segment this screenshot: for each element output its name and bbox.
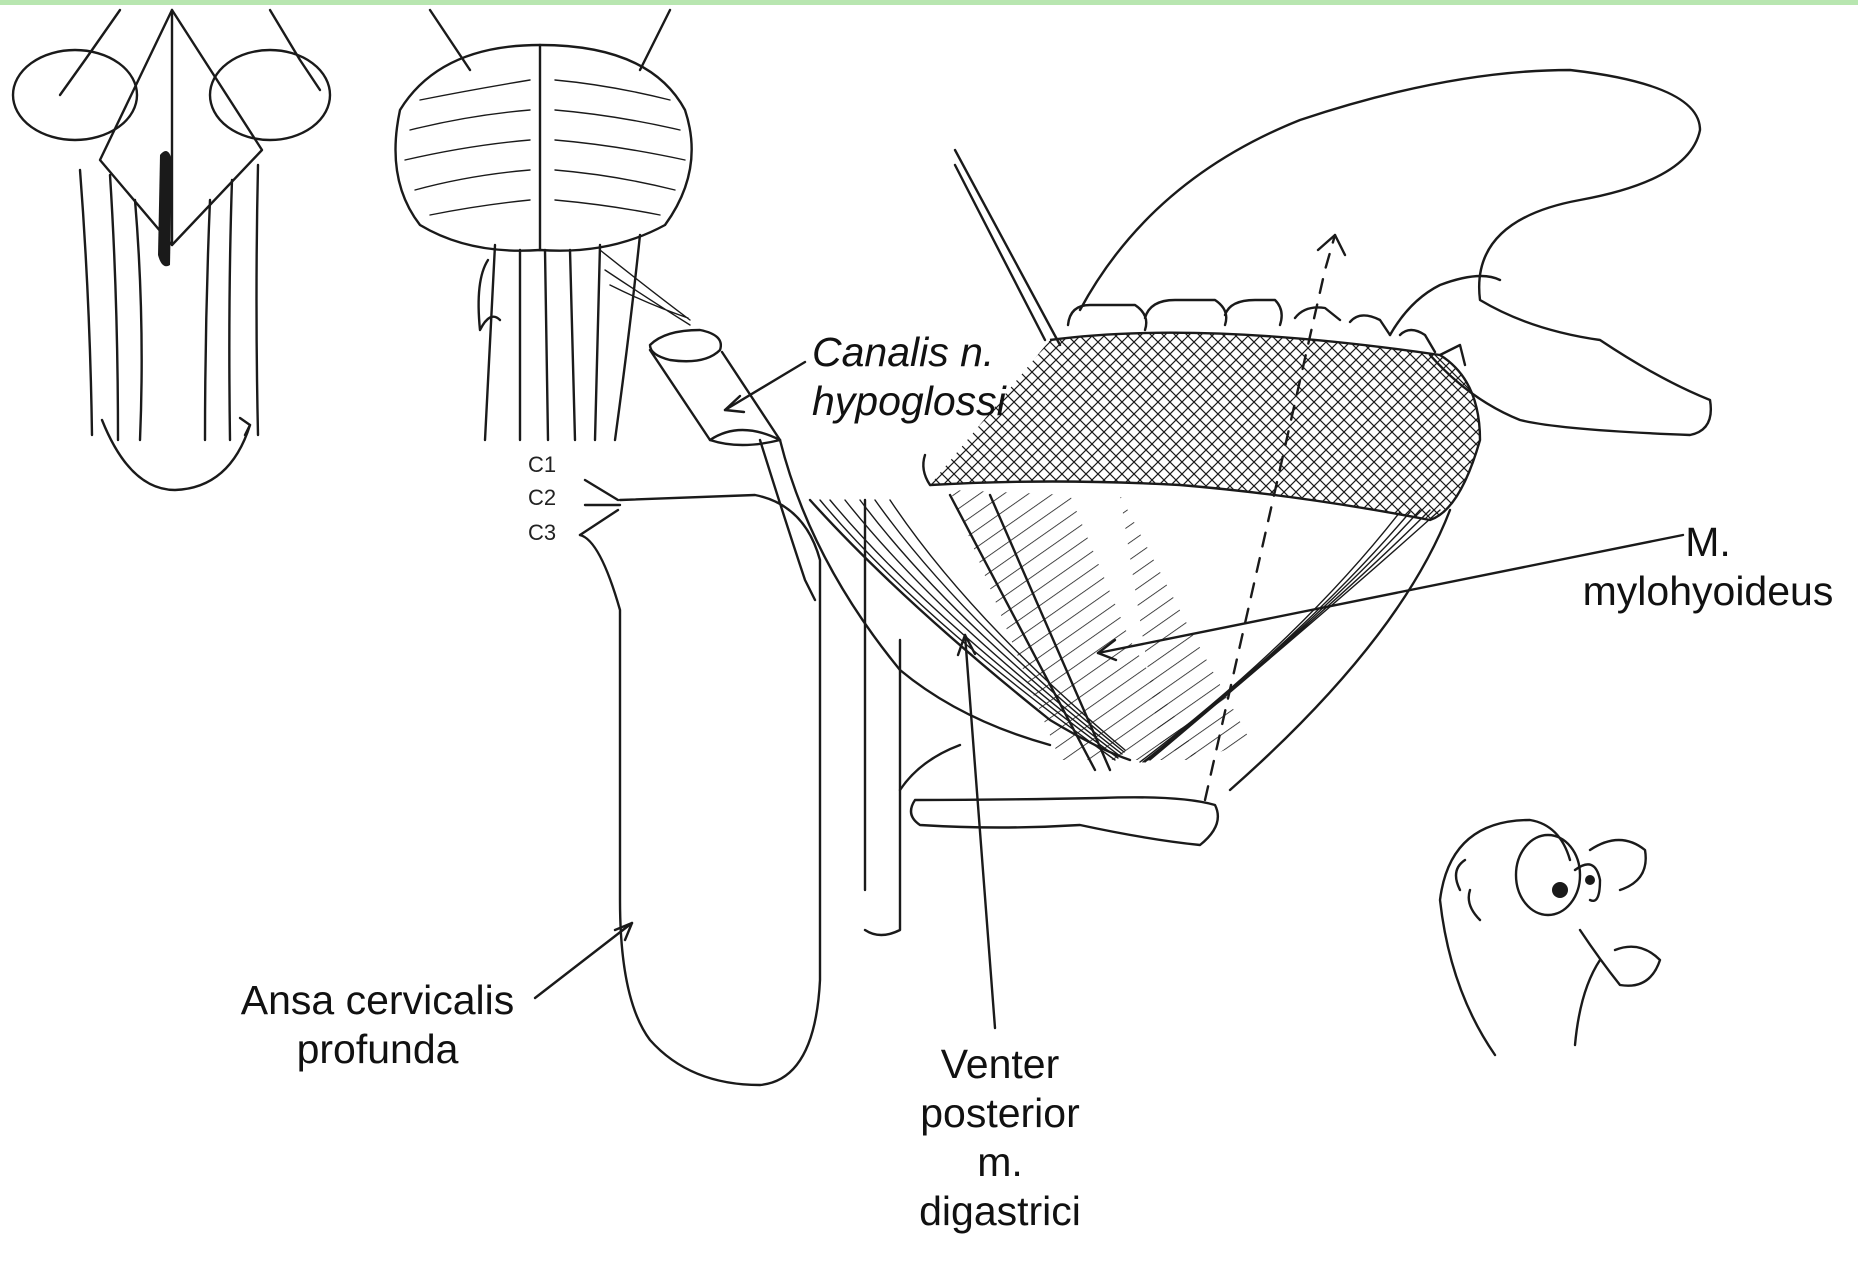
brainstem-ventral-sketch (13, 10, 330, 490)
level-c1: C1 (528, 452, 556, 477)
label-venter-posterior: Venter posterior m. digastrici (870, 1040, 1130, 1236)
cartoon-face-sketch (1440, 820, 1660, 1055)
ansa-leader (535, 923, 632, 998)
level-c2: C2 (528, 485, 556, 510)
level-c3: C3 (528, 520, 556, 545)
cerebellum-medulla-sketch (396, 10, 692, 440)
canalis-leader (725, 362, 805, 410)
venter-leader (965, 635, 995, 1028)
mandible-sketch (930, 70, 1711, 520)
label-canalis-hypoglossi: Canalis n. hypoglossi (812, 328, 1006, 426)
label-ansa-cervicalis: Ansa cervicalis profunda (215, 976, 540, 1074)
label-mylohyoideus: M. mylohyoideus (1558, 518, 1858, 616)
spinal-levels: C1 C2 C3 (528, 452, 556, 545)
